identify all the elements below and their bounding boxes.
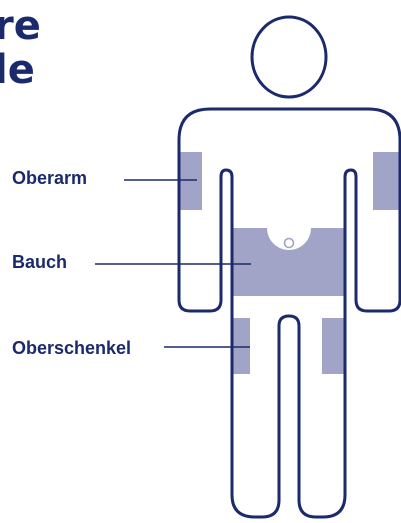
zone-upper-arm-left — [179, 152, 202, 210]
leader-lines — [95, 180, 251, 347]
zone-thigh-left — [232, 318, 250, 374]
injection-zones — [179, 152, 399, 374]
head — [252, 17, 326, 97]
body-outline — [179, 109, 400, 517]
navel — [285, 239, 294, 248]
zone-upper-arm-right — [373, 152, 399, 210]
zone-thigh-right — [322, 318, 345, 374]
